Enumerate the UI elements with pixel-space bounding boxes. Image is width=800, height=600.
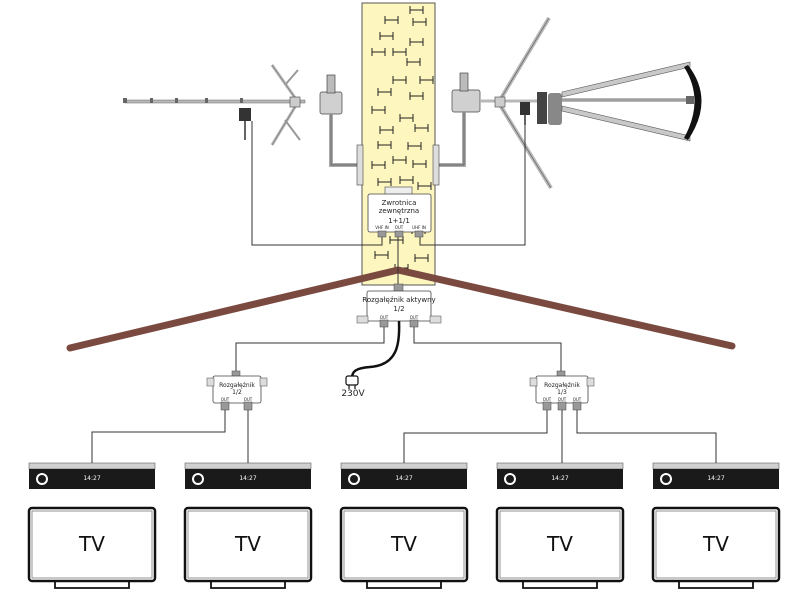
set-top-box: 14:27 <box>184 462 312 489</box>
brick-mark <box>392 76 407 84</box>
receiver-clock: 14:27 <box>707 475 724 482</box>
splitter-left-out-b: OUT <box>244 397 253 402</box>
active-splitter-out-right: OUT <box>410 315 419 320</box>
power-button-icon <box>36 473 48 485</box>
splitter-right-out-b: OUT <box>558 397 567 402</box>
power-button-icon <box>348 473 360 485</box>
brick-mark <box>399 114 414 122</box>
combiner-port-out: OUT <box>395 225 404 230</box>
tv-label: TV <box>390 532 417 556</box>
set-top-box: 14:27 <box>496 462 624 489</box>
brick-mark <box>384 16 399 24</box>
tv-set: TV <box>27 506 157 589</box>
brick-mark <box>374 251 389 259</box>
power-label: 230V <box>341 389 365 399</box>
power-button-icon <box>192 473 204 485</box>
active-splitter: Rozgałęźnik aktywny 1/2 OUT OUT <box>356 283 442 328</box>
set-top-box: 14:27 <box>652 462 780 489</box>
combiner-port-vhf: VHF IN <box>375 225 389 230</box>
tv-label: TV <box>702 532 729 556</box>
combiner-title-line1: Zwrotnica <box>382 199 417 207</box>
brick-mark <box>377 88 392 96</box>
power-plug-icon <box>345 375 359 389</box>
combiner-title-line2: zewnętrzna <box>379 207 419 215</box>
brick-mark <box>409 6 424 14</box>
tv-label: TV <box>78 532 105 556</box>
active-splitter-title: Rozgałęźnik aktywny <box>362 296 435 304</box>
power-button-icon <box>504 473 516 485</box>
splitter-left-title: Rozgałęźnik <box>219 382 255 389</box>
brick-mark <box>377 178 392 186</box>
brick-mark <box>371 48 386 56</box>
vhf-antenna <box>123 64 364 186</box>
brick-mark <box>412 160 427 168</box>
tv-label: TV <box>234 532 261 556</box>
brick-mark <box>371 106 386 114</box>
tv-label: TV <box>546 532 573 556</box>
splitter-right-title: Rozgałęźnik <box>544 382 580 389</box>
brick-mark <box>392 156 407 164</box>
active-splitter-ratio: 1/2 <box>393 305 404 313</box>
splitter-left: Rozgałęźnik 1/2 OUT OUT <box>206 370 268 411</box>
brick-mark <box>371 161 386 169</box>
brick-mark <box>414 124 429 132</box>
combiner-ratio: 1+1/1 <box>388 217 410 225</box>
splitter-left-ratio: 1/2 <box>232 389 242 396</box>
brick-mark <box>412 18 427 26</box>
splitter-right: Rozgałęźnik 1/3 OUT OUT OUT <box>529 370 595 411</box>
distribution-wires <box>235 327 562 376</box>
brick-mark <box>379 126 394 134</box>
tv-set: TV <box>651 506 781 589</box>
brick-mark <box>377 141 392 149</box>
splitter-right-out-c: OUT <box>573 397 582 402</box>
set-top-box: 14:27 <box>340 462 468 489</box>
combiner-port-uhf: UHF IN <box>412 225 426 230</box>
receiver-clock: 14:27 <box>239 475 256 482</box>
brick-mark <box>389 236 404 244</box>
active-splitter-out-left: OUT <box>380 315 389 320</box>
splitter-left-out-a: OUT <box>221 397 230 402</box>
tv-set: TV <box>183 506 313 589</box>
brick-mark <box>392 48 407 56</box>
splitter-right-out-a: OUT <box>543 397 552 402</box>
brick-mark <box>379 32 394 40</box>
receiver-wires <box>91 410 717 466</box>
tv-set: TV <box>495 506 625 589</box>
brick-mark <box>407 142 422 150</box>
receiver-clock: 14:27 <box>551 475 568 482</box>
splitter-right-ratio: 1/3 <box>557 389 567 396</box>
brick-mark <box>399 176 414 184</box>
receiver-clock: 14:27 <box>395 475 412 482</box>
brick-mark <box>414 254 429 262</box>
receiver-clock: 14:27 <box>83 475 100 482</box>
brick-mark <box>406 58 421 66</box>
brick-mark <box>419 76 434 84</box>
brick-mark <box>409 92 424 100</box>
power-cable: 230V <box>341 320 401 399</box>
tv-set: TV <box>339 506 469 589</box>
set-top-box: 14:27 <box>28 462 156 489</box>
power-button-icon <box>660 473 672 485</box>
brick-mark <box>417 182 432 190</box>
uhf-antenna <box>432 16 702 190</box>
combiner-box: Zwrotnica zewnętrzna 1+1/1 VHF IN OUT UH… <box>367 186 432 238</box>
brick-mark <box>409 38 424 46</box>
